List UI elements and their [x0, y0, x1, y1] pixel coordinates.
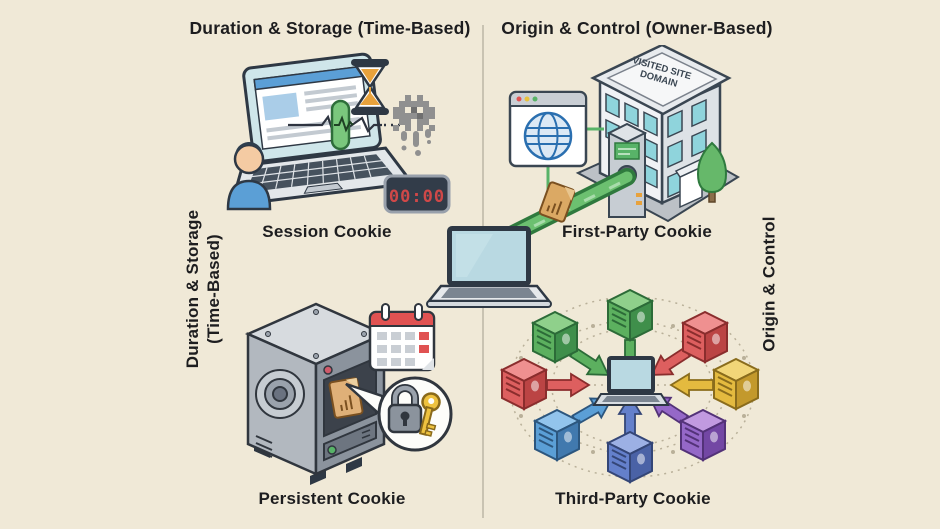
- session-pulse-icon: [288, 99, 408, 151]
- server-cube-blue-bottom: [608, 432, 652, 482]
- persistent-cookie-illustration: [244, 302, 453, 485]
- target-laptop-icon: [592, 356, 670, 406]
- third-party-cookie-illustration: [502, 290, 758, 482]
- laptop-browser-icon: [229, 52, 415, 208]
- server-cube-red-top-right: [683, 312, 727, 362]
- session-cookie-illustration: 00:00: [226, 52, 451, 214]
- hourglass-icon: [351, 59, 389, 115]
- side-label-left-line1: Duration & Storage: [183, 209, 202, 369]
- padlock-icon: [387, 384, 423, 434]
- countdown-clock-icon: 00:00: [383, 174, 451, 214]
- server-cube-yellow-right: [714, 359, 758, 409]
- caption-persistent-cookie: Persistent Cookie: [258, 489, 406, 508]
- header-duration-storage: Duration & Storage (Time-Based): [189, 18, 471, 38]
- server-cube-green-top-left: [533, 312, 577, 362]
- server-cube-red-left: [502, 359, 546, 409]
- cookie-chip-icon: [538, 181, 576, 223]
- globe-icon: [523, 111, 573, 161]
- key-icon: [418, 392, 441, 437]
- clock-display: 00:00: [389, 187, 445, 207]
- caption-first-party-cookie: First-Party Cookie: [561, 222, 713, 241]
- server-cube-green-top: [608, 290, 652, 340]
- caption-third-party-cookie: Third-Party Cookie: [555, 489, 711, 508]
- network-dots: [519, 324, 746, 454]
- storage-safe-icon: [244, 302, 388, 485]
- central-user-laptop-icon: [426, 226, 552, 308]
- header-origin-control: Origin & Control (Owner-Based): [501, 18, 773, 38]
- user-avatar-icon: [226, 141, 272, 211]
- tree-icon: [696, 141, 728, 203]
- safe-dial-icon: [255, 369, 305, 419]
- server-cube-lightblue-bottom-left: [535, 410, 579, 460]
- padlock-key-bubble-icon: [345, 376, 453, 452]
- caption-session-cookie: Session Cookie: [262, 222, 392, 241]
- browser-globe-window-icon: [508, 90, 588, 168]
- calendar-icon: [368, 303, 436, 372]
- dissolving-pixel-cookie-icon: [393, 95, 435, 156]
- server-cube-purple-bottom-right: [681, 410, 725, 460]
